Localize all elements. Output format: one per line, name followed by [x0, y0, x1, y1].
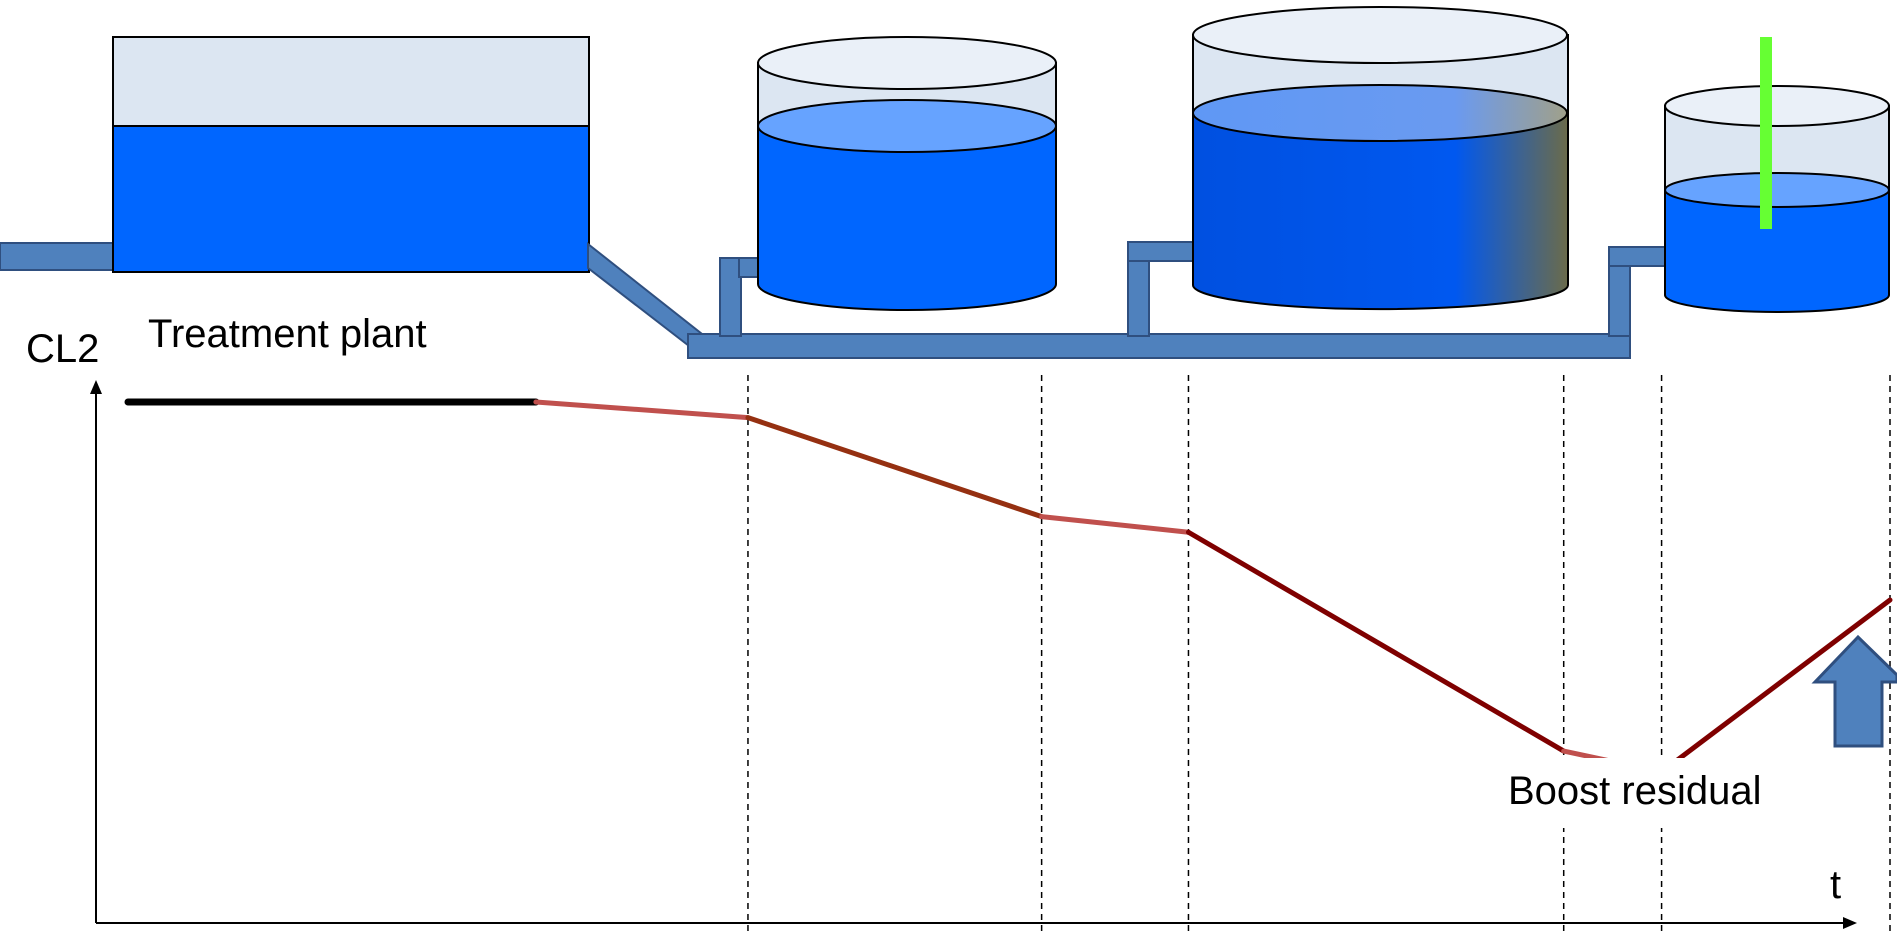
inlet-pipe	[0, 242, 115, 271]
curve-segment-pipe-2	[533, 399, 751, 421]
basin-empty-part	[112, 36, 590, 128]
tank-2-top	[1192, 6, 1568, 64]
boost-residual-label: Boost residual	[1508, 769, 1761, 813]
chlorine-residual-chart: CL2 t Boost residual	[26, 327, 1897, 934]
y-axis-arrowhead	[90, 380, 102, 394]
sloped-pipe	[587, 241, 703, 359]
tank-2-water	[1192, 112, 1569, 311]
booster-dosing-rod	[1760, 37, 1772, 229]
main-pipe	[687, 333, 1631, 359]
tank-3-surface	[1664, 172, 1890, 208]
tank-3-water	[1664, 189, 1890, 313]
chlorine-curve	[124, 398, 1893, 775]
storage-tank-3	[1664, 37, 1890, 313]
curve-segment-tank-3	[745, 415, 1045, 520]
basin-water	[112, 125, 590, 273]
boost-arrow-icon	[1811, 634, 1897, 748]
x-axis-label: t	[1830, 863, 1841, 907]
storage-tank-2	[1192, 6, 1569, 311]
tank-2-surface	[1192, 84, 1568, 142]
tank-3-top	[1664, 85, 1890, 127]
curve-segment-distribution-7	[1659, 597, 1893, 775]
x-axis-arrowhead	[1843, 917, 1857, 929]
curve-segment-pipe-4	[1039, 514, 1191, 535]
treatment-plant-basin	[112, 36, 590, 273]
storage-tank-1	[757, 36, 1057, 311]
boost-label-backdrop	[1500, 758, 1802, 828]
tank-1-water	[757, 125, 1057, 311]
y-axis-label: CL2	[26, 327, 99, 371]
stage-boundary-lines	[747, 375, 1891, 934]
riser-1	[719, 257, 742, 337]
treatment-plant-label: Treatment plant	[148, 312, 427, 356]
tank-1-top	[757, 36, 1057, 90]
curve-segment-distribution-5	[1185, 529, 1567, 754]
water-network: Treatment plant	[0, 6, 1890, 359]
tank-1-surface	[757, 99, 1057, 153]
